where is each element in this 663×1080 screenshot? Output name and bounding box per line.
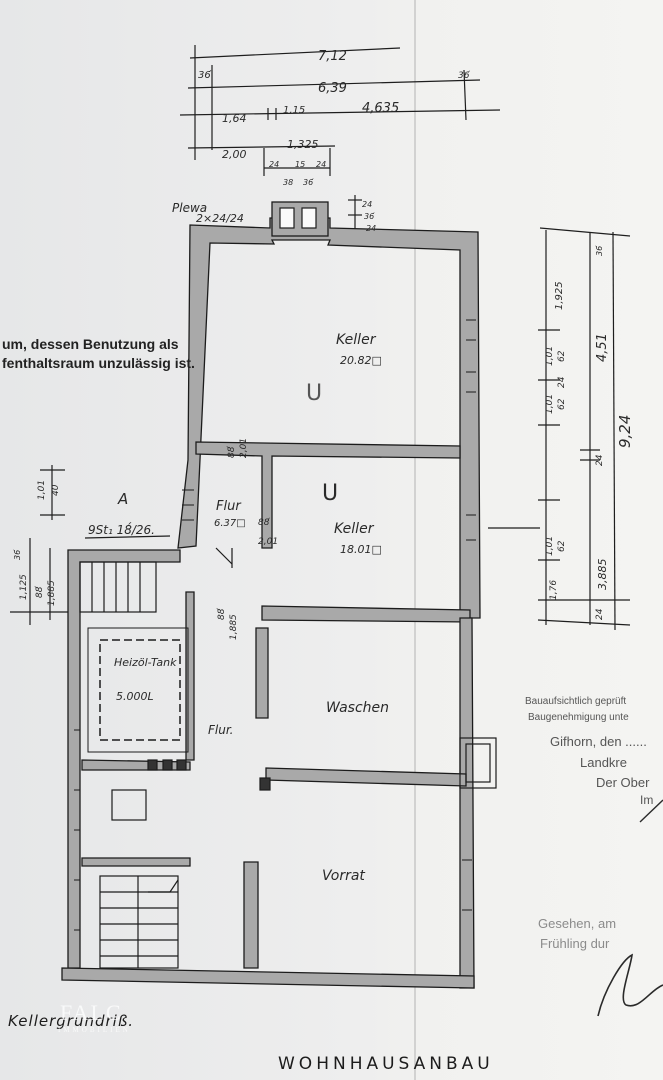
dim-6-39: 6,39	[318, 81, 347, 96]
dim-4-51: 4,51	[595, 333, 610, 362]
dim-24-r1: 24	[595, 454, 605, 466]
stamp-faint-1: Gesehen, am	[538, 916, 617, 931]
right-dimension-lines	[488, 227, 631, 631]
dim-3-885: 3,885	[596, 559, 609, 591]
dim-88-l: 88́	[34, 586, 45, 598]
stamp-line-6: Im	[640, 793, 654, 807]
left-dimension-lines	[10, 465, 171, 625]
windows	[215, 547, 497, 789]
dim-36-r: 36́	[594, 245, 604, 256]
room-flur-2-name: Flur.	[208, 723, 234, 737]
dim-1-01-a: 1,01	[545, 346, 555, 366]
signature	[597, 953, 663, 1017]
door-dim-2-01-b: 2,01	[258, 537, 278, 547]
signature-stroke	[639, 799, 663, 823]
chimney-dim-1: 24	[362, 200, 372, 209]
dim-24-r2: 24	[595, 608, 605, 620]
dim-38: 38	[283, 178, 293, 187]
door-dim-88-b: 88́	[258, 517, 270, 528]
drawing-caption: WOHNHAUSANBAU	[278, 1054, 494, 1074]
tank-outline	[99, 639, 181, 741]
stamp-line-1: Bauaufsichtlich geprüft	[525, 696, 627, 707]
watermark-subtitle: IMMOBILIEN	[58, 1026, 131, 1034]
dim-1-01-c: 1,01	[545, 536, 555, 556]
note-line-2: fenthaltsraum unzulässig ist.	[2, 355, 195, 371]
dim-62-c: 62	[557, 540, 567, 552]
stamp-line-3: Gifhorn, den ......	[550, 734, 647, 749]
plewa-dims: 2×24/24	[196, 212, 244, 225]
dim-1-01-b: 1,01	[545, 394, 555, 414]
dim-62-b: 62	[557, 398, 567, 410]
chimney-flues	[147, 207, 317, 791]
dim-1-925: 1,925	[554, 281, 565, 310]
room-waschen-name: Waschen	[326, 700, 389, 716]
dim-1-325: 1,325	[287, 138, 319, 151]
drawing-title: Kellergrundriß.	[8, 1012, 135, 1030]
dim-36-a: 36́	[198, 69, 212, 81]
stamp-line-2: Baugenehmigung unte	[528, 712, 629, 723]
room-vorrat-name: Vorrat	[322, 868, 365, 884]
dim-1-01-l: 1,01	[37, 480, 47, 500]
dim-36-c: 36́	[458, 70, 470, 81]
room-flur-name: Flur	[216, 499, 242, 514]
dim-1-15: 1,15	[283, 105, 305, 116]
tank-label-1: Heizöl-Tank	[114, 656, 177, 669]
u-symbol-1: U	[306, 381, 322, 406]
plewa-label: Plewa	[172, 201, 207, 215]
watermark-logo: FALC	[60, 1000, 123, 1025]
wall-ticks	[74, 319, 476, 931]
stairs	[79, 561, 179, 969]
dim-24-b: 24	[316, 160, 326, 169]
a-symbol: A	[117, 490, 128, 508]
note-line-1: um, dessen Benutzung als	[2, 336, 179, 352]
dim-24-a: 24	[269, 160, 279, 169]
door-dim-1-885: 1,885	[229, 614, 239, 640]
dim-1-885-l: 1,885	[47, 580, 57, 606]
dim-40-l: 40	[51, 484, 61, 496]
dim-7-12: 7,12	[318, 49, 347, 64]
dim-1-76: 1,76	[549, 580, 559, 600]
dimension-labels: 7,12 36́ 6,39 1,64 1,15 4,635 2,00 1,325…	[12, 49, 634, 640]
tank-room	[87, 627, 189, 753]
stamp-line-5: Der Ober	[596, 775, 650, 790]
walls	[61, 201, 481, 989]
dim-24-r3: 24	[557, 376, 567, 388]
door-dim-88-a: 88́	[226, 446, 237, 458]
dim-62-a: 62	[557, 350, 567, 362]
tank-volume: 5.000L	[116, 690, 154, 703]
chimney-dim-3: 24	[366, 224, 376, 233]
room-keller-1-area: 20.82□	[340, 354, 382, 367]
stamp-line-4: Landkre	[580, 755, 627, 770]
dim-15: 15	[295, 160, 305, 169]
dim-36-l: 36́	[12, 549, 22, 560]
room-keller-2-name: Keller	[334, 521, 375, 537]
room-flur-area: 6.37□	[214, 518, 246, 529]
dim-36-b: 36́	[303, 177, 314, 187]
dim-2-00: 2,00	[222, 148, 247, 161]
u-symbol-2: U	[322, 481, 338, 506]
room-keller-1-name: Keller	[336, 332, 377, 348]
chimney-dim-2: 36́	[364, 211, 375, 221]
dim-9-24: 9,24	[616, 415, 634, 448]
stair-spec: 9St₁ 18́/26.	[88, 521, 155, 537]
dim-4-635: 4,635	[362, 101, 399, 116]
stamp-faint-2: Frühling dur	[540, 936, 610, 951]
room-keller-2-area: 18.01□	[340, 543, 382, 556]
door-dim-88-c: 88́	[216, 608, 227, 620]
paper-fold	[414, 0, 416, 1080]
dim-1-64: 1,64	[222, 112, 247, 125]
dim-1-125: 1,125	[19, 574, 29, 600]
door-dim-2-01-a: 2,01	[239, 438, 249, 458]
top-dimension-lines	[179, 45, 501, 238]
room-labels: Keller 20.82□ U U Flur 6.37□ Keller 18.0…	[114, 332, 389, 884]
